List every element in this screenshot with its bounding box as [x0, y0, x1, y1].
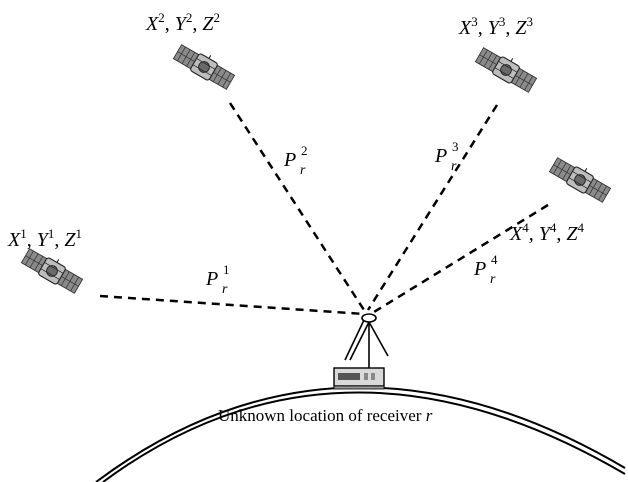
satellite-icon-2 — [172, 39, 238, 92]
svg-text:P: P — [283, 149, 296, 171]
svg-text:4: 4 — [491, 252, 498, 267]
range-line-1 — [99, 294, 365, 316]
sat-label-2: X2, Y2, Z2 — [145, 10, 220, 35]
sat-label-4: X4, Y4, Z4 — [509, 220, 584, 245]
svg-text:P: P — [205, 268, 218, 290]
range-lines — [99, 102, 549, 316]
receiver-caption: Unknown location of receiver r — [218, 406, 433, 425]
antenna-icon — [344, 313, 389, 368]
satellite-icon-4 — [548, 152, 614, 205]
pseudorange-label-4: P 4 r — [473, 252, 498, 287]
satellite-icon-3 — [474, 42, 540, 95]
satellite-icon-1 — [20, 243, 86, 296]
svg-text:r: r — [490, 272, 496, 287]
sat-label-3: X3, Y3, Z3 — [458, 14, 533, 39]
svg-text:r: r — [451, 159, 457, 174]
range-line-3 — [366, 104, 499, 311]
svg-text:P: P — [434, 145, 447, 167]
pseudorange-label-2: P 2 r — [283, 143, 308, 178]
svg-text:2: 2 — [301, 143, 308, 158]
svg-text:r: r — [222, 282, 228, 297]
range-line-4 — [373, 203, 549, 314]
receiver-box-icon — [333, 367, 385, 390]
svg-text:3: 3 — [452, 139, 459, 154]
svg-text:P: P — [473, 258, 486, 280]
pseudorange-label-1: P 1 r — [205, 262, 230, 297]
svg-text:r: r — [300, 163, 306, 178]
range-line-2 — [228, 102, 366, 311]
earth-arc — [95, 386, 626, 482]
pseudorange-label-3: P 3 r — [434, 139, 459, 174]
svg-text:1: 1 — [223, 262, 230, 277]
sat-label-1: X1, Y1, Z1 — [7, 226, 82, 251]
